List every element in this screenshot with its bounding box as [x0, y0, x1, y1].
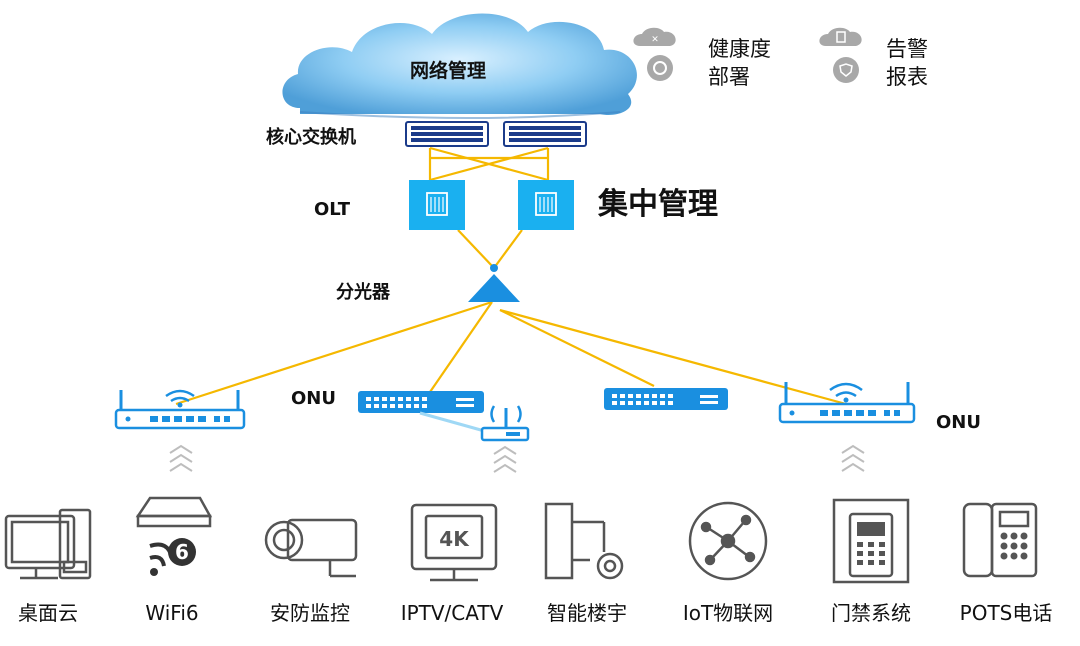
- legend-health-line2: 部署: [708, 65, 750, 89]
- iot-network-icon: [688, 501, 768, 581]
- desk-phone-icon: [962, 502, 1038, 578]
- olt-left: [409, 180, 465, 230]
- terminal-label-building: 智能楼宇: [547, 601, 627, 625]
- olt-label: OLT: [314, 199, 351, 220]
- terminal-label-wifi6: WiFi6: [145, 601, 198, 625]
- cloud-small-icon: [819, 27, 862, 46]
- legend-health-deploy: ✕ 健康度 部署: [633, 27, 771, 89]
- wireless-ap: [419, 405, 530, 442]
- core-switch-right: [503, 121, 587, 147]
- legend-alarm-report: 告警 报表: [819, 27, 928, 89]
- terminal-label-access: 门禁系统: [831, 601, 911, 625]
- svg-text:6: 6: [175, 540, 189, 564]
- svg-text:✕: ✕: [651, 35, 659, 45]
- access-control-icon: [832, 498, 910, 584]
- fiber-links: [175, 146, 847, 406]
- tv-screen-text: 4K: [439, 527, 470, 551]
- onu-left-label: ONU: [291, 388, 336, 409]
- splitter-label: 分光器: [336, 281, 391, 303]
- cloud-small-icon: [633, 27, 676, 46]
- onu-router-right: [778, 382, 916, 424]
- onu-switch-right: [604, 388, 728, 410]
- shield-icon: [833, 57, 859, 83]
- cloud-label: 网络管理: [410, 59, 486, 82]
- terminal-label-iptv: IPTV/CATV: [401, 601, 504, 625]
- terminal-labels: 桌面云 WiFi6 安防监控 IPTV/CATV 智能楼宇 IoT物联网 门禁系…: [18, 601, 1052, 625]
- chevron-up-icon: [841, 444, 865, 472]
- optical-splitter: [468, 264, 520, 302]
- gear-icon: [647, 55, 673, 81]
- terminal-label-camera: 安防监控: [270, 601, 350, 625]
- wifi6-access-point-icon: 6: [135, 496, 213, 576]
- security-camera-icon: [264, 518, 358, 578]
- onu-switch-left: [358, 391, 484, 413]
- smart-building-icon: [544, 502, 624, 580]
- onu-router-left: [114, 389, 246, 430]
- tv-4k-icon: 4K: [410, 503, 498, 582]
- terminal-label-iot: IoT物联网: [683, 601, 773, 625]
- chevron-up-icon: [169, 444, 193, 472]
- network-management-cloud: 网络管理: [282, 13, 637, 119]
- terminal-label-desktop: 桌面云: [18, 601, 78, 625]
- terminal-label-phone: POTS电话: [960, 601, 1053, 625]
- chevron-up-icon: [493, 445, 517, 473]
- core-switch-left: [405, 121, 489, 147]
- desktop-computer-icon: [4, 508, 92, 580]
- legend-health-line1: 健康度: [708, 37, 771, 61]
- legend-alarm-line2: 报表: [886, 65, 928, 89]
- legend-alarm-line1: 告警: [886, 37, 928, 61]
- core-switch-label: 核心交换机: [266, 126, 356, 148]
- headline: 集中管理: [597, 187, 718, 222]
- onu-right-label: ONU: [936, 412, 981, 433]
- olt-right: [518, 180, 574, 230]
